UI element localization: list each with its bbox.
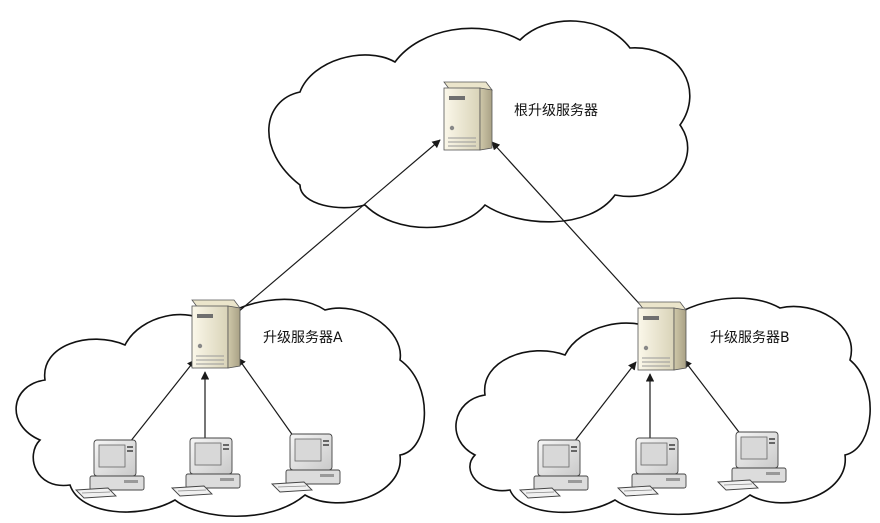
client-b3-computer-icon — [716, 431, 787, 491]
client-a1-computer-icon — [74, 439, 145, 499]
root-server-icon — [443, 81, 493, 151]
server-a-label: 升级服务器A — [263, 330, 343, 346]
client-b1-computer-icon — [518, 439, 589, 499]
edge-server-a-to-root — [237, 139, 441, 313]
server-b-label: 升级服务器B — [710, 330, 790, 346]
edge-client-a1-to-server-a — [129, 359, 196, 443]
connections — [129, 139, 746, 443]
server-a-icon — [191, 299, 241, 369]
server-b-icon — [637, 301, 687, 371]
client-a2-computer-icon — [170, 437, 241, 497]
client-b2-computer-icon — [616, 437, 687, 497]
edge-client-b1-to-server-b — [573, 361, 637, 443]
client-a3-computer-icon — [270, 433, 341, 493]
edge-server-b-to-root — [491, 141, 646, 311]
root-server-label: 根升级服务器 — [514, 103, 598, 119]
edge-client-b3-to-server-b — [683, 359, 746, 441]
edge-client-a3-to-server-a — [237, 357, 297, 441]
